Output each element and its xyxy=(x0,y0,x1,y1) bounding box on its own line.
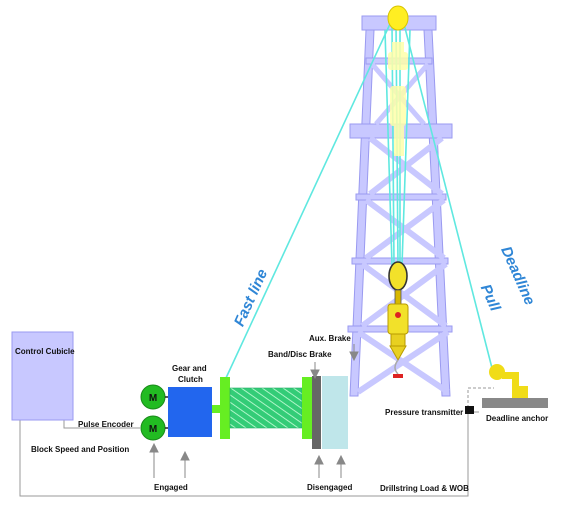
gearbox xyxy=(168,387,212,437)
band-disc-brake xyxy=(312,376,321,449)
crown-block xyxy=(387,5,409,31)
hook-icon xyxy=(394,359,399,375)
deadline-anchor-label: Deadline anchor xyxy=(486,414,549,423)
deadline-cable xyxy=(403,23,494,373)
drawworks-drum xyxy=(212,377,312,439)
gear-clutch-label-2: Clutch xyxy=(178,375,203,384)
motor-bottom: M xyxy=(140,415,166,441)
band-disc-brake-label: Band/Disc Brake xyxy=(268,350,332,359)
motor-top: M xyxy=(140,384,166,410)
indicator-light-icon xyxy=(395,312,401,318)
pressure-transmitter xyxy=(465,406,474,414)
engagement-arrows xyxy=(149,344,359,478)
deadline-anchor xyxy=(482,364,548,408)
control-cubicle xyxy=(11,331,74,421)
block-speed-label: Block Speed and Position xyxy=(31,445,130,454)
drillstring-load-label: Drillstring Load & WOB xyxy=(380,484,469,493)
motor-bottom-label: M xyxy=(149,424,157,435)
aux-brake-label: Aux. Brake xyxy=(309,334,351,343)
pulse-encoder-label: Pulse Encoder xyxy=(78,420,134,429)
pressure-transmitter-label: Pressure transmitter xyxy=(385,408,464,417)
aux-brake xyxy=(322,376,348,449)
gear-clutch-label-1: Gear and xyxy=(172,364,207,373)
engaged-label: Engaged xyxy=(154,483,188,492)
motor-top-label: M xyxy=(149,393,157,404)
disengaged-label: Disengaged xyxy=(307,483,353,492)
upper-block-ghost xyxy=(388,42,408,156)
travelling-block xyxy=(387,261,409,378)
fast-line-cable xyxy=(225,23,391,379)
control-cubicle-label: Control Cubicle xyxy=(15,347,75,356)
